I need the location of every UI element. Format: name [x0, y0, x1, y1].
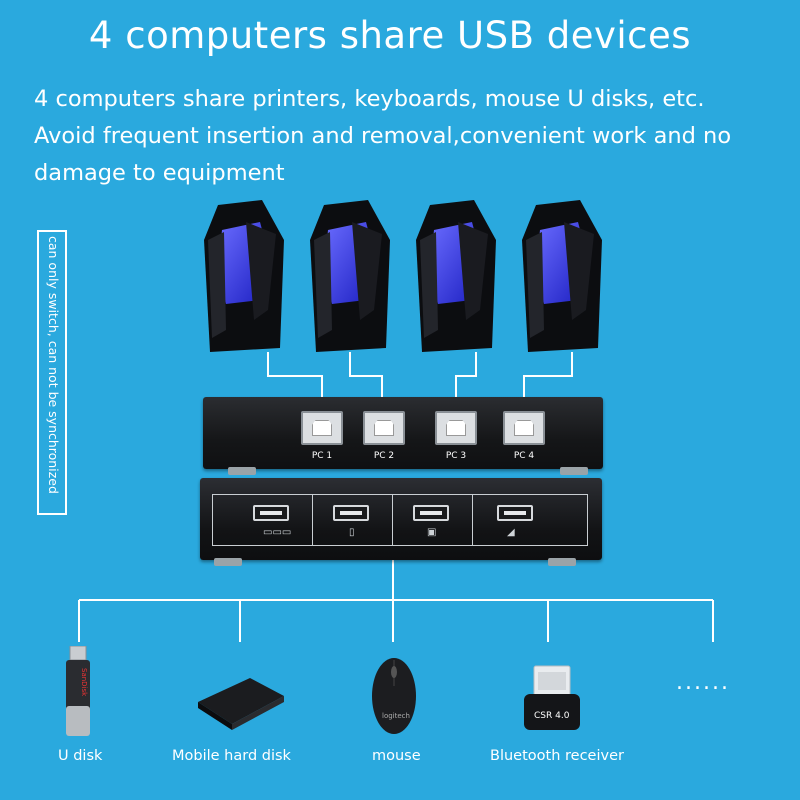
usb-a-port-keyboard[interactable] [253, 505, 289, 521]
port-cell-scanner: ◢ [473, 495, 587, 545]
usb-b-port-2[interactable] [363, 411, 405, 445]
side-note-box: can only switch, can not be synchronized [37, 230, 67, 515]
port-cell-printer: ▣ [393, 495, 473, 545]
switch-foot [548, 558, 576, 566]
device-label-mobile-hard-disk: Mobile hard disk [172, 748, 291, 764]
usb-switch-rear-panel: PC 1 PC 2 PC 3 PC 4 [203, 397, 603, 469]
port-label-pc3: PC 3 [445, 451, 467, 461]
device-label-mouse: mouse [372, 748, 421, 764]
pc-tower-3-icon [416, 200, 496, 352]
port-label-pc1: PC 1 [311, 451, 333, 461]
usb-flash-drive-icon: SanDisk [66, 646, 90, 736]
switch-foot [228, 467, 256, 475]
usb-a-port-mouse[interactable] [333, 505, 369, 521]
subtitle-line-1: 4 computers share printers, keyboards, m… [34, 86, 705, 112]
external-hard-drive-icon [198, 678, 284, 730]
usb-a-port-scanner[interactable] [497, 505, 533, 521]
port-cell-keyboard: ▭▭▭ [213, 495, 313, 545]
subtitle-line-3: damage to equipment [34, 160, 285, 186]
dongle-text: CSR 4.0 [534, 711, 570, 721]
scanner-icon: ◢ [507, 527, 515, 538]
subtitle-line-2: Avoid frequent insertion and removal,con… [34, 123, 732, 149]
usb-port-panel: ▭▭▭ ▯ ▣ ◢ [212, 494, 588, 546]
port-cell-mouse: ▯ [313, 495, 393, 545]
switch-foot [560, 467, 588, 475]
device-label-u-disk: U disk [58, 748, 103, 764]
pc-tower-1-icon [204, 200, 284, 352]
port-label-pc2: PC 2 [373, 451, 395, 461]
usb-a-port-printer[interactable] [413, 505, 449, 521]
device-label-bluetooth-receiver: Bluetooth receiver [490, 748, 624, 764]
usb-switch-front-panel: ▭▭▭ ▯ ▣ ◢ [200, 478, 602, 560]
page-title: 4 computers share USB devices [88, 14, 692, 57]
keyboard-icon: ▭▭▭ [263, 527, 292, 538]
printer-icon: ▣ [427, 527, 437, 538]
mouse-icon: ▯ [349, 527, 355, 538]
switch-foot [214, 558, 242, 566]
mouse-brand-text: logitech [382, 712, 410, 720]
pc-tower-4-icon [522, 200, 602, 352]
computer-mouse-icon: logitech [372, 658, 416, 734]
pc-tower-2-icon [310, 200, 390, 352]
bluetooth-dongle-icon: CSR 4.0 [524, 665, 580, 730]
port-label-pc4: PC 4 [513, 451, 535, 461]
flash-brand-text: SanDisk [80, 668, 88, 697]
usb-b-port-3[interactable] [435, 411, 477, 445]
more-devices-ellipsis: ...... [676, 670, 730, 695]
usb-b-port-4[interactable] [503, 411, 545, 445]
usb-b-port-1[interactable] [301, 411, 343, 445]
side-note-text: can only switch, can not be synchronized [46, 236, 61, 494]
